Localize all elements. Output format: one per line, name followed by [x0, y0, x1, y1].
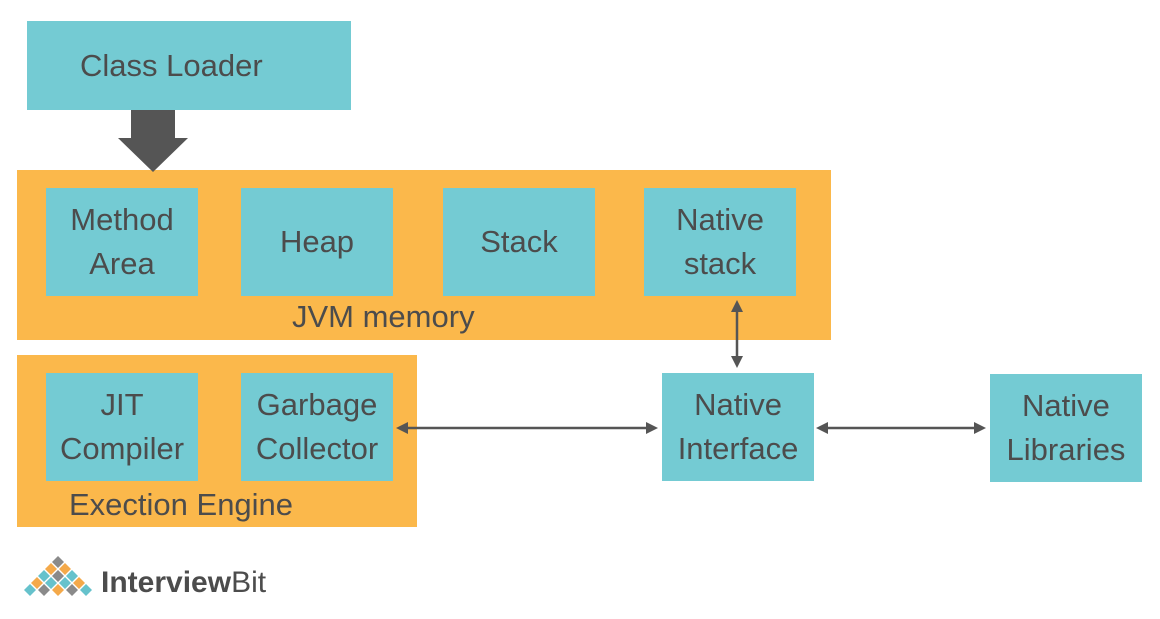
class-loader-label: Class Loader	[80, 47, 263, 83]
garbage-collector-label: Garbage Collector	[255, 387, 379, 466]
class-loader-to-memory-arrow	[118, 110, 188, 172]
stack-box: Stack	[443, 188, 595, 296]
diamond-grid-logo-icon	[24, 556, 92, 596]
native-interface-box: Native Interface	[662, 373, 814, 481]
class-loader-box: Class Loader	[27, 21, 351, 110]
brand-name-part1: Interview	[101, 566, 232, 599]
heap-label: Heap	[279, 224, 355, 259]
garbage-collector-box: Garbage Collector	[241, 373, 393, 481]
native-stack-label: Native stack	[676, 202, 764, 281]
jit-compiler-box: JIT Compiler	[46, 373, 198, 481]
native-interface-label: Native Interface	[677, 387, 799, 466]
method-area-label: Method Area	[70, 202, 174, 281]
interface-libraries-connector	[816, 422, 986, 434]
jvm-memory-label: JVM memory	[292, 299, 475, 334]
heap-box: Heap	[241, 188, 393, 296]
native-libraries-label: Native Libraries	[1006, 388, 1126, 467]
collector-interface-connector	[396, 422, 658, 434]
stack-label: Stack	[480, 224, 558, 259]
execution-engine-label: Exection Engine	[69, 487, 294, 522]
jit-compiler-label: JIT Compiler	[59, 387, 185, 466]
brand-name-part2: Bit	[231, 566, 267, 599]
brand-logo-text: InterviewBit	[101, 563, 266, 603]
native-stack-box: Native stack	[644, 188, 796, 296]
native-libraries-box: Native Libraries	[990, 374, 1142, 482]
method-area-box: Method Area	[46, 188, 198, 296]
